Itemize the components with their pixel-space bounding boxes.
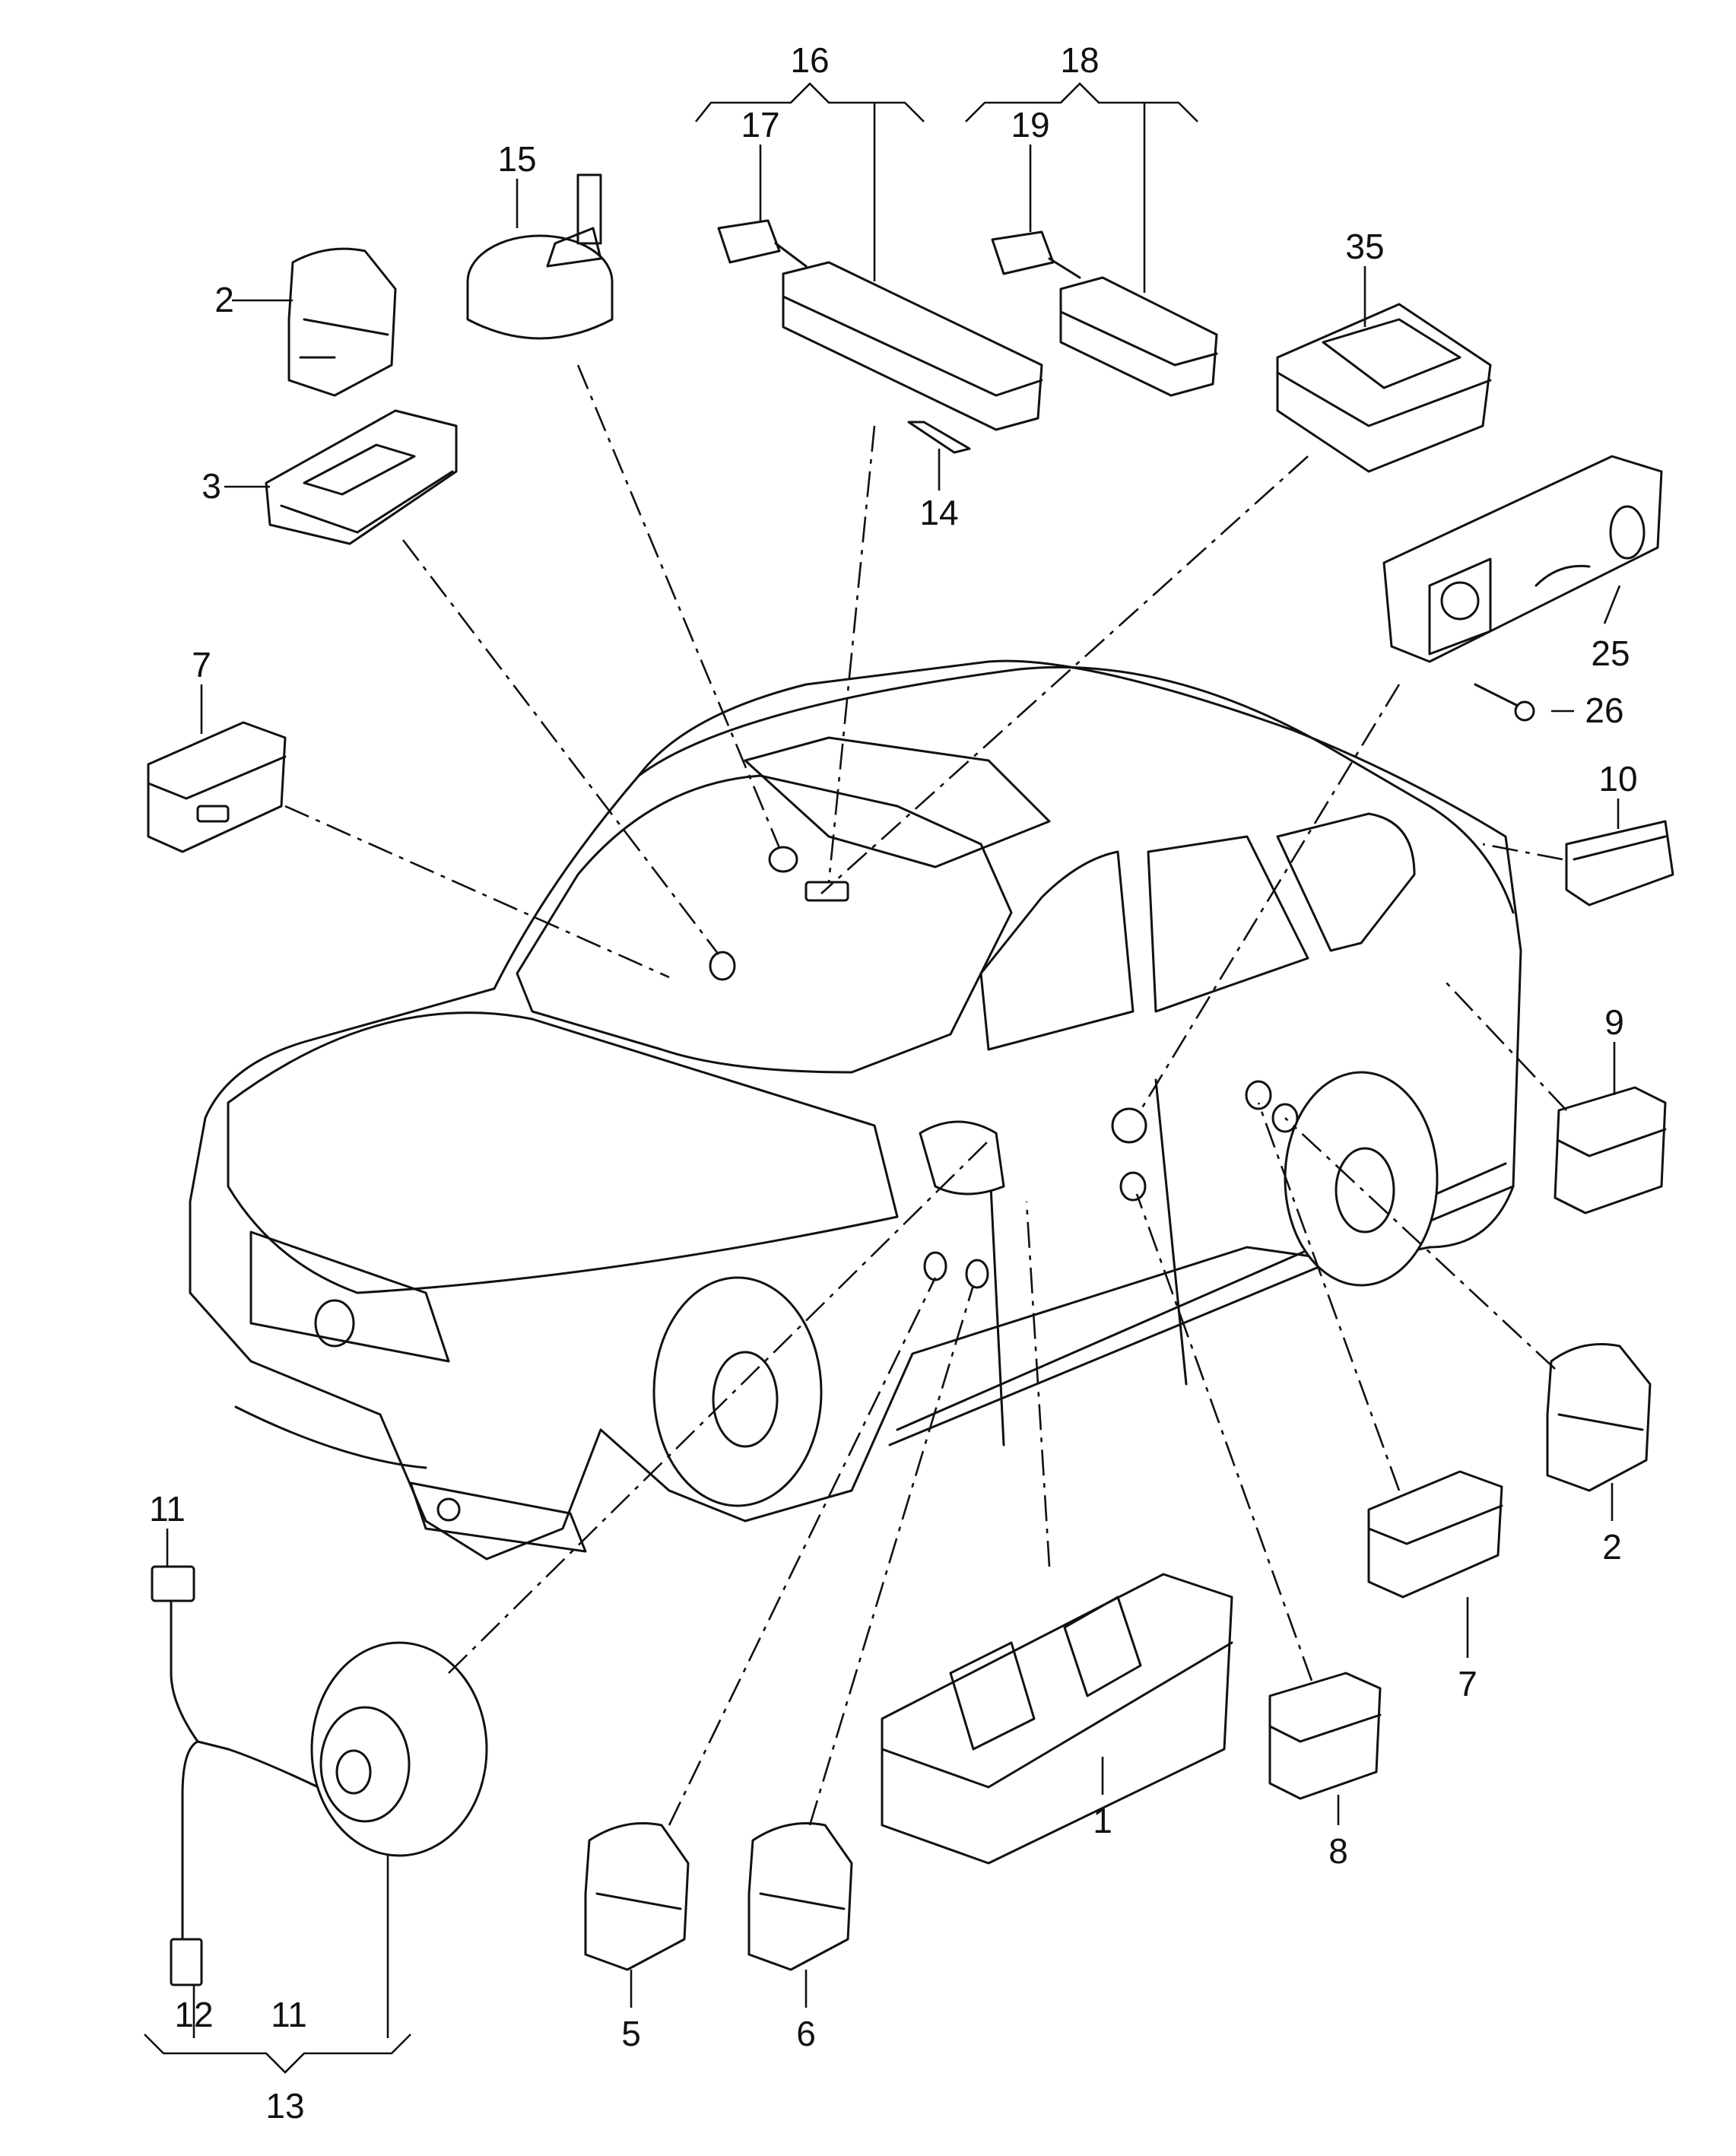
- part-3-switch-trim: [265, 409, 458, 545]
- callout-3: 3: [202, 466, 221, 506]
- part-8-switch: [1268, 1672, 1382, 1800]
- callout-17: 17: [741, 105, 779, 144]
- callout-16: 16: [790, 40, 829, 80]
- part-6-switch: [747, 1822, 853, 1971]
- callout-5: 5: [621, 2014, 641, 2053]
- callout-8: 8: [1328, 1831, 1348, 1871]
- callout-18: 18: [1060, 40, 1099, 80]
- part-7-switch-left: [147, 721, 287, 853]
- part-35-control-unit: [1276, 303, 1492, 473]
- callout-2-top: 2: [214, 280, 234, 319]
- part-13-speaker-assembly: [151, 1565, 488, 1986]
- part-2-window-switch: [287, 247, 397, 397]
- leader-lines: [144, 82, 1621, 2074]
- callout-11-top: 11: [149, 1489, 186, 1529]
- part-18-control-module: [991, 230, 1218, 397]
- callout-10: 10: [1598, 759, 1637, 799]
- callout-13: 13: [265, 2086, 304, 2126]
- part-15-clock-spring: [466, 173, 614, 340]
- callout-12: 12: [174, 1995, 213, 2034]
- callout-9: 9: [1604, 1002, 1624, 1042]
- callout-14: 14: [919, 493, 958, 532]
- part-7-switch-right: [1367, 1470, 1503, 1599]
- callout-11-bottom: 11: [271, 1995, 307, 2034]
- callout-19: 19: [1011, 105, 1049, 144]
- assignment-lines: [284, 364, 1567, 1826]
- callout-15: 15: [497, 139, 536, 179]
- callout-6: 6: [796, 2014, 816, 2053]
- callout-2-right: 2: [1602, 1527, 1622, 1567]
- part-10-switch: [1565, 820, 1674, 907]
- vehicle-outline: [189, 659, 1522, 1561]
- part-5-switch: [584, 1822, 690, 1971]
- callout-35: 35: [1345, 227, 1384, 266]
- part-16-control-module: [717, 219, 1043, 431]
- callout-labels: 16 17 18 19 15 35 2 3 14 25 26 7 10 9 11…: [149, 40, 1637, 2126]
- part-9-switch: [1554, 1086, 1667, 1215]
- part-14-clip: [907, 421, 971, 454]
- callout-1: 1: [1093, 1801, 1112, 1840]
- callout-7-left: 7: [192, 645, 211, 684]
- callout-7-right: 7: [1458, 1664, 1477, 1704]
- part-2-window-switch-right: [1546, 1343, 1652, 1492]
- part-25-seat-switch-panel: [1382, 455, 1663, 663]
- callout-25: 25: [1591, 633, 1630, 673]
- callout-26: 26: [1585, 691, 1623, 730]
- part-26-screw: [1474, 683, 1535, 722]
- part-1-master-window-switch: [881, 1573, 1233, 1865]
